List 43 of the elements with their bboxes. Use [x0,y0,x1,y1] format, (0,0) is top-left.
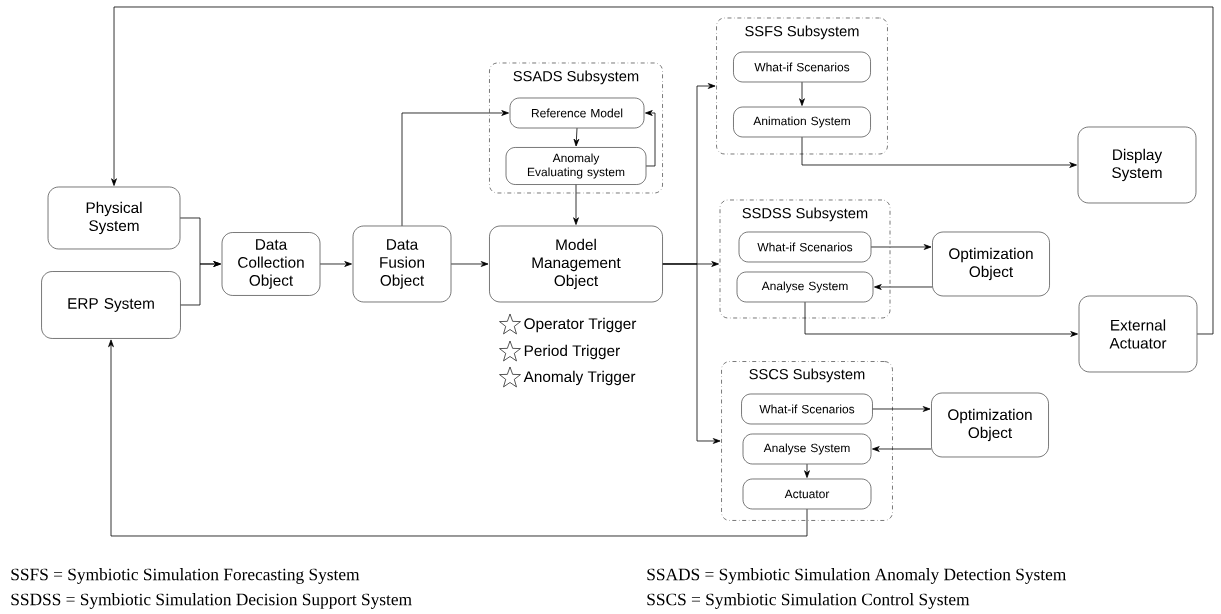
arrow [870,244,932,250]
arrow [180,261,221,306]
trigger-label: Anomaly Trigger [523,370,636,386]
step-box: Analyse System [742,433,872,465]
process-box: Data Collection Object [221,232,321,296]
trigger-label: Operator Trigger [524,317,637,333]
process-box: Physical System [47,186,181,250]
step-box: What-if Scenarios [733,51,871,83]
footnote: SSADS = Symbiotic Simulation Anomaly Detection System [647,568,1067,584]
arrow [801,136,1077,168]
process-box: Data Fusion Object [352,225,452,303]
arrow [573,127,580,147]
process-box: ERP System [41,271,181,339]
arrow [450,261,489,267]
arrow [872,446,932,452]
process-box: Display System [1077,126,1197,204]
step-box: What-if Scenarios [741,393,873,425]
arrow [662,263,721,444]
step-box: Animation System [733,106,871,138]
step-box: What-if Scenarios [738,231,872,263]
arrow [111,6,1214,335]
footnote: SSCS = Symbiotic Simulation Control System [647,593,970,609]
process-box: Model Management Object [489,225,663,303]
arrow [874,284,933,290]
step-box: Analyse System [736,271,874,303]
arrow [799,81,805,106]
footnote: SSDSS = Symbiotic Simulation Decision Support System [11,593,412,609]
process-box: Optimization Object [932,231,1050,297]
arrow [108,339,808,537]
arrow [804,301,1078,337]
arrow [872,406,931,412]
footnote: SSFS = Symbiotic Simulation Forecasting System [11,568,360,584]
arrow [573,184,579,225]
step-box: Actuator [742,478,872,510]
process-box: Optimization Object [931,392,1049,458]
process-box: External Actuator [1078,295,1198,373]
step-box: Anomaly Evaluating system [505,147,647,185]
arrow [804,463,810,478]
arrow [401,110,509,227]
trigger-label: Period Trigger [524,344,620,360]
arrow [645,110,656,167]
step-box: Reference Model [509,97,645,129]
arrow [319,261,352,267]
